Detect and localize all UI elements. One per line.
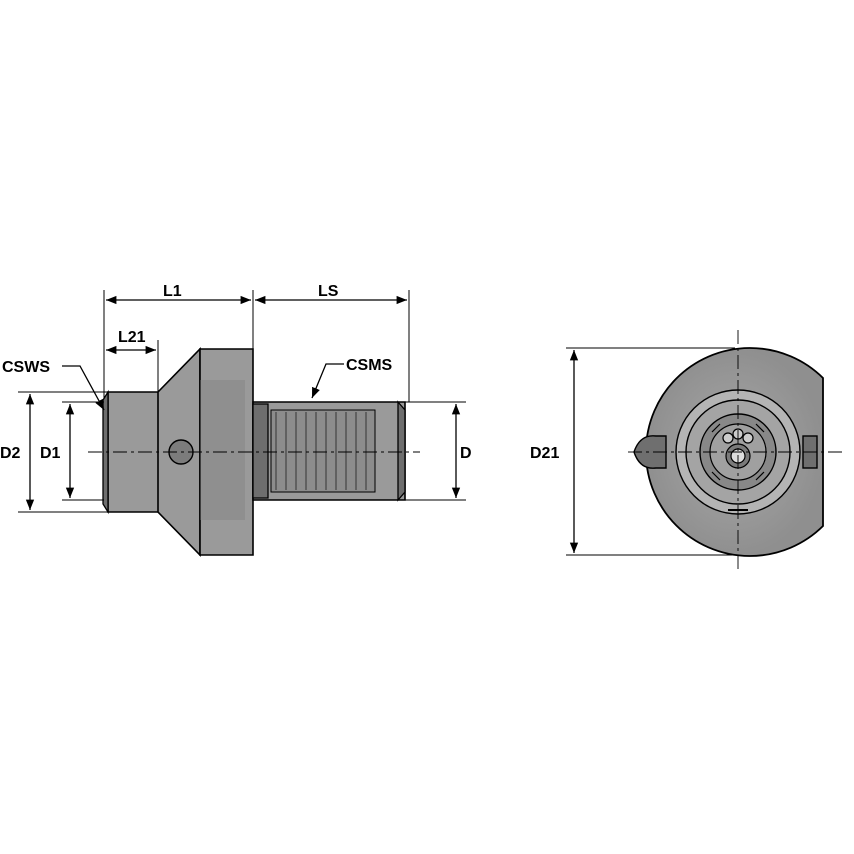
dim-label-d1: D1 — [40, 445, 61, 462]
dim-label-d2: D2 — [0, 445, 21, 462]
side-view: L1 LS L21 CSWS CSMS D2 D1 D — [0, 283, 472, 557]
dim-label-d: D — [460, 445, 472, 462]
flange-shadow — [200, 380, 245, 520]
shank-chamfer — [397, 400, 406, 502]
dim-label-l1: L1 — [163, 283, 182, 300]
label-csms: CSMS — [346, 357, 393, 374]
dim-label-d21: D21 — [530, 445, 559, 462]
shank-neck — [252, 403, 269, 499]
dim-label-l21: L21 — [118, 329, 146, 346]
label-csws: CSWS — [2, 359, 50, 376]
dim-label-ls: LS — [318, 283, 339, 300]
end-view: D21 — [530, 330, 846, 570]
thread-grooves — [270, 409, 376, 493]
